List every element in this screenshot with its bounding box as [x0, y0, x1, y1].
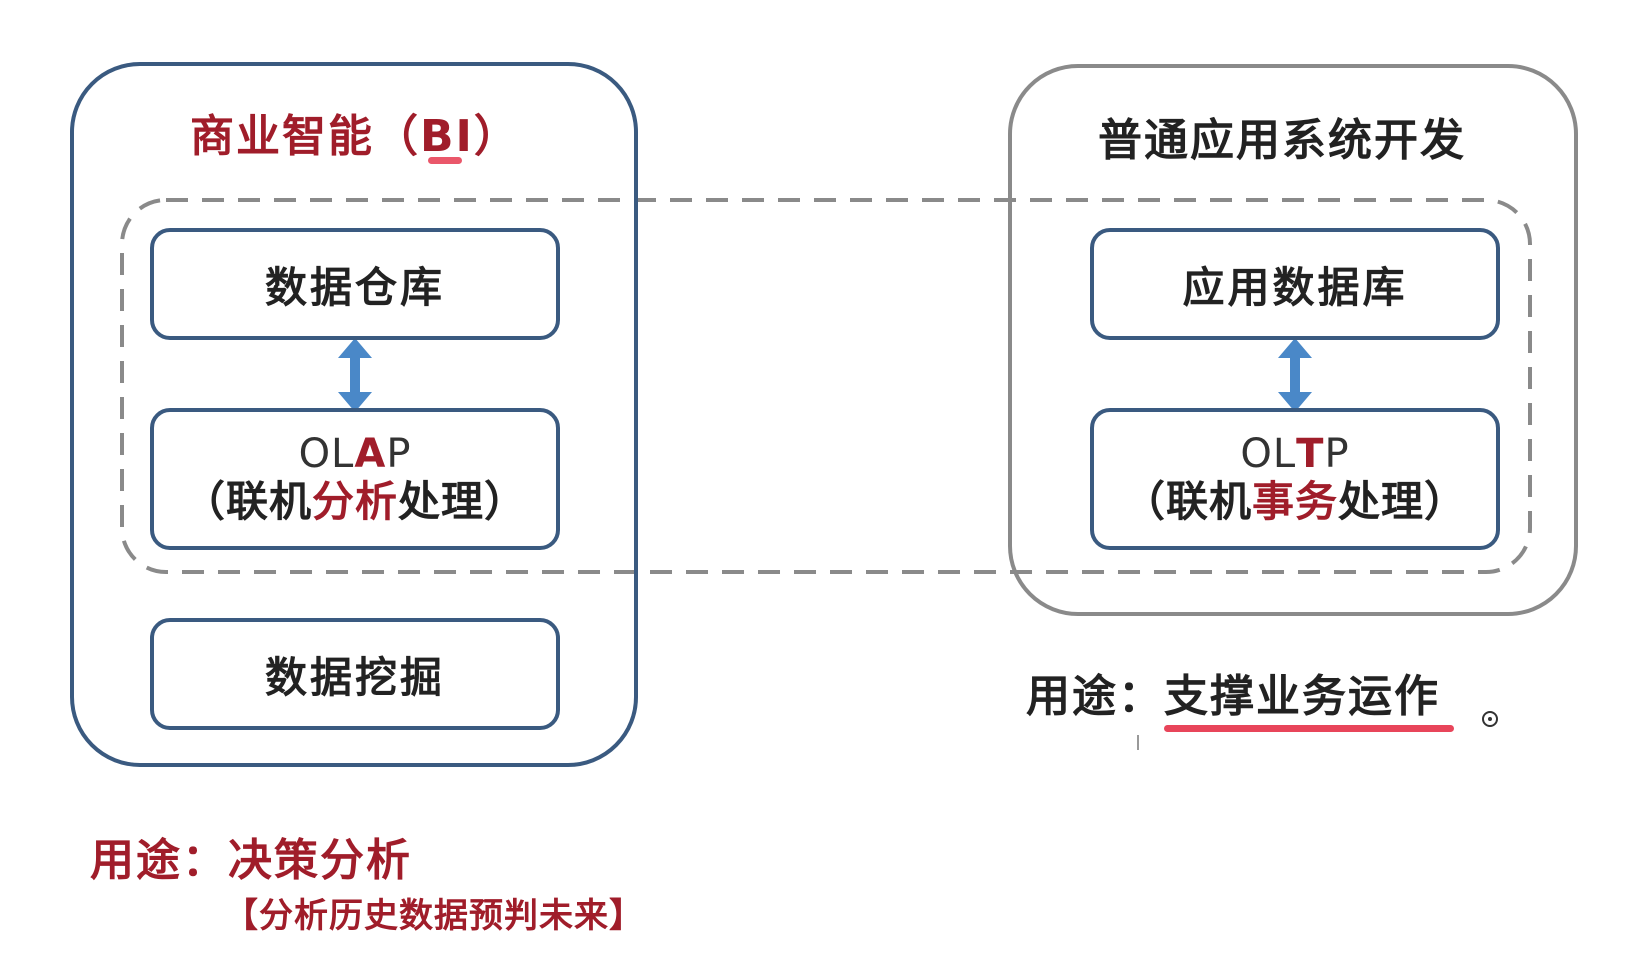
data-warehouse-label: 数据仓库 [264, 262, 445, 312]
app-database-box: 应用数据库 [1090, 228, 1500, 340]
olap-description: （联机分析处理） [183, 477, 527, 527]
oltp-acronym-post: P [1324, 430, 1350, 477]
bi-usage-value: 决策分析 [228, 835, 412, 886]
app-dev-title: 普通应用系统开发 [1098, 115, 1466, 166]
olap-desc-highlight: 分析 [311, 476, 398, 526]
app-dev-container [1008, 64, 1578, 616]
bi-title-paren-open: （ [374, 111, 420, 162]
bi-title-main: 商业智能 [190, 111, 374, 162]
oltp-acronym-pre: OL [1240, 430, 1297, 477]
oltp-description: （联机事务处理） [1123, 477, 1467, 527]
olap-acronym-highlight: A [354, 430, 387, 477]
oltp-desc-pre: （联机 [1122, 476, 1252, 526]
cursor-marker [1482, 711, 1498, 727]
bi-container [70, 62, 638, 767]
data-mining-label: 数据挖掘 [264, 652, 445, 702]
app-usage-label: 用途： [1026, 671, 1164, 722]
olap-desc-pre: （联机 [182, 476, 312, 526]
olap-box: OLAP （联机分析处理） [150, 408, 560, 550]
bi-usage-note: 【分析历史数据预判未来】 [224, 896, 644, 936]
bi-title: 商业智能（BI） [190, 100, 520, 164]
bi-usage-label: 用途： [90, 835, 228, 886]
bi-usage: 用途：决策分析 [90, 824, 412, 888]
bi-title-paren-close: ） [473, 111, 520, 162]
olap-acronym-pre: OL [298, 430, 355, 477]
olap-acronym-post: P [386, 430, 412, 477]
app-usage: 用途：支撑业务运作 [1026, 660, 1454, 732]
app-usage-value: 支撑业务运作 [1164, 660, 1454, 732]
oltp-acronym: OLTP [1240, 431, 1349, 477]
app-database-label: 应用数据库 [1182, 262, 1408, 312]
oltp-desc-highlight: 事务 [1251, 476, 1338, 526]
bi-title-acronym: BI [420, 111, 474, 164]
oltp-box: OLTP （联机事务处理） [1090, 408, 1500, 550]
oltp-desc-post: 处理） [1338, 476, 1468, 526]
data-warehouse-box: 数据仓库 [150, 228, 560, 340]
oltp-acronym-highlight: T [1296, 430, 1325, 477]
olap-acronym: OLAP [299, 431, 412, 477]
olap-desc-post: 处理） [398, 476, 528, 526]
data-mining-box: 数据挖掘 [150, 618, 560, 730]
